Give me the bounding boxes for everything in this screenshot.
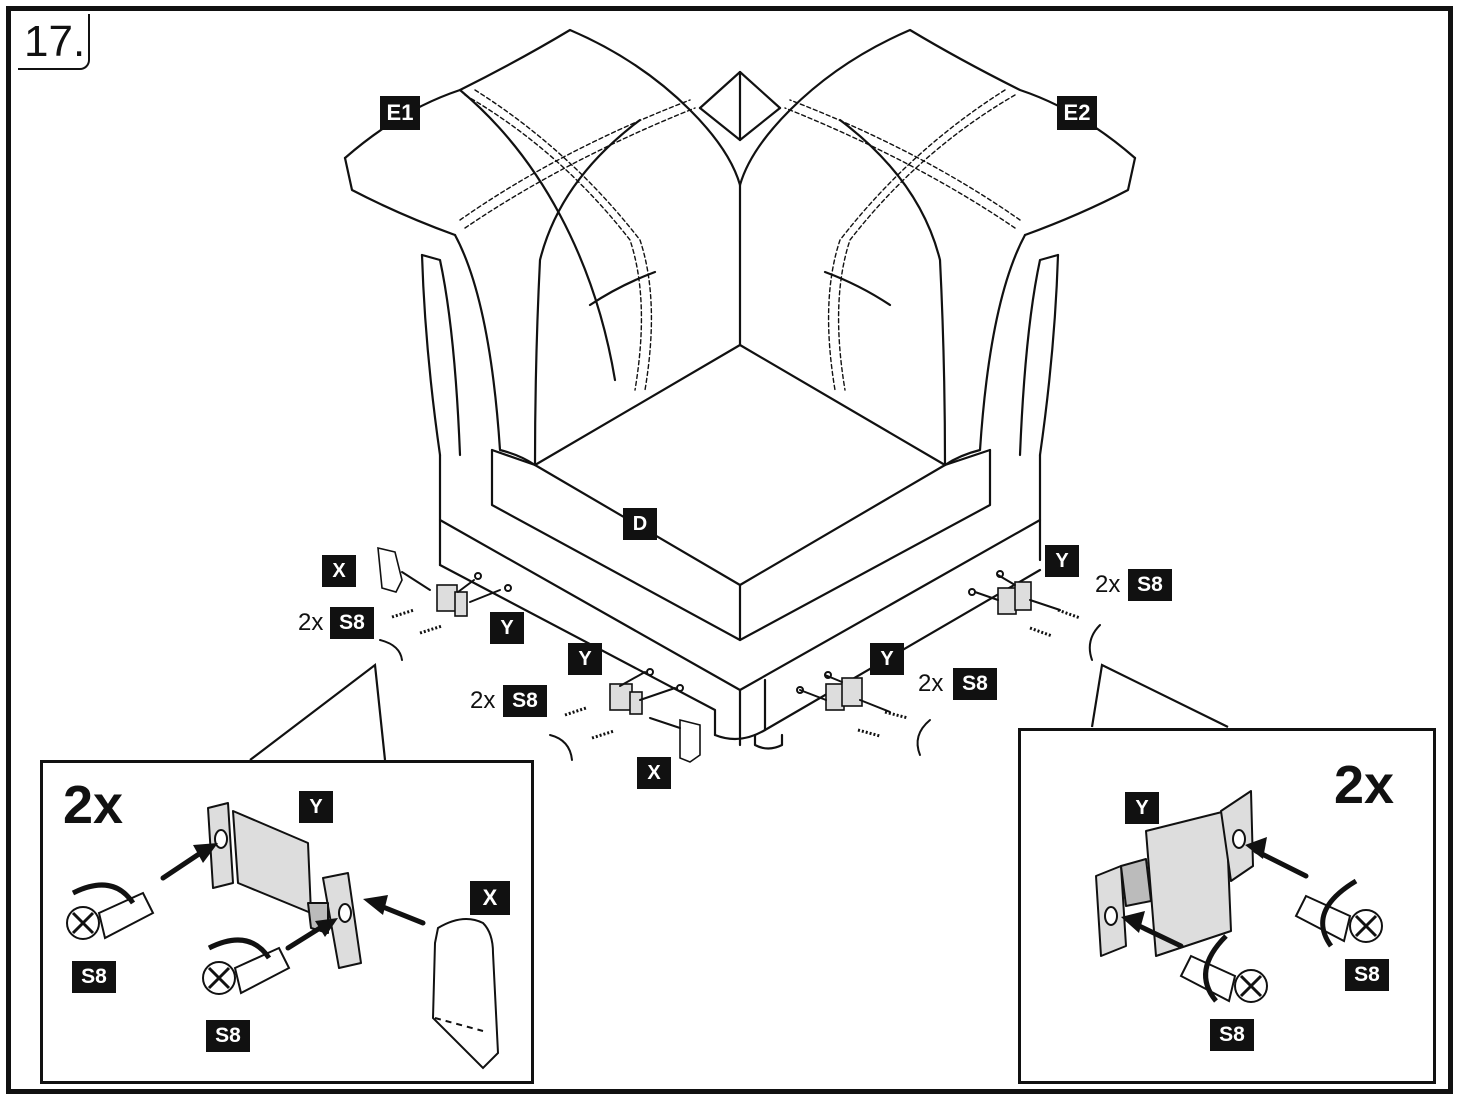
detail-box-right: 2x Y S8 S8 [1018, 728, 1436, 1084]
qty-left: 2x [298, 609, 324, 636]
detail-left-qty: 2x [63, 775, 124, 835]
label-y-left: Y [490, 612, 524, 644]
detail-right-qty: 2x [1334, 755, 1395, 815]
detail-right-label-y: Y [1125, 792, 1159, 824]
label-y-center-left: Y [568, 643, 602, 675]
detail-box-left: 2x Y X S8 S8 [40, 760, 534, 1084]
detail-left-label-x: X [470, 881, 510, 915]
detail-right-drawing [1095, 790, 1383, 1003]
diagram-frame [6, 6, 1453, 1094]
label-e1: E1 [380, 96, 420, 130]
detail-left-label-s8-b: S8 [206, 1020, 250, 1052]
label-s8-center-left: S8 [503, 685, 547, 717]
qty-center-left: 2x [470, 687, 496, 714]
detail-right-label-s8-a: S8 [1345, 959, 1389, 991]
label-d: D [623, 508, 657, 540]
detail-left-label-s8-a: S8 [72, 961, 116, 993]
detail-left-label-y: Y [299, 791, 333, 823]
label-y-center-right: Y [870, 643, 904, 675]
qty-center-right: 2x [918, 670, 944, 697]
label-y-right: Y [1045, 545, 1079, 577]
step-number: 17. [18, 14, 90, 70]
label-s8-center-right: S8 [953, 668, 997, 700]
detail-right-label-s8-b: S8 [1210, 1019, 1254, 1051]
label-e2: E2 [1057, 96, 1097, 130]
label-x-left: X [322, 555, 356, 587]
qty-right: 2x [1095, 571, 1121, 598]
label-s8-left: S8 [330, 607, 374, 639]
label-s8-right: S8 [1128, 569, 1172, 601]
detail-left-drawing [66, 802, 500, 1070]
label-x-center: X [637, 757, 671, 789]
